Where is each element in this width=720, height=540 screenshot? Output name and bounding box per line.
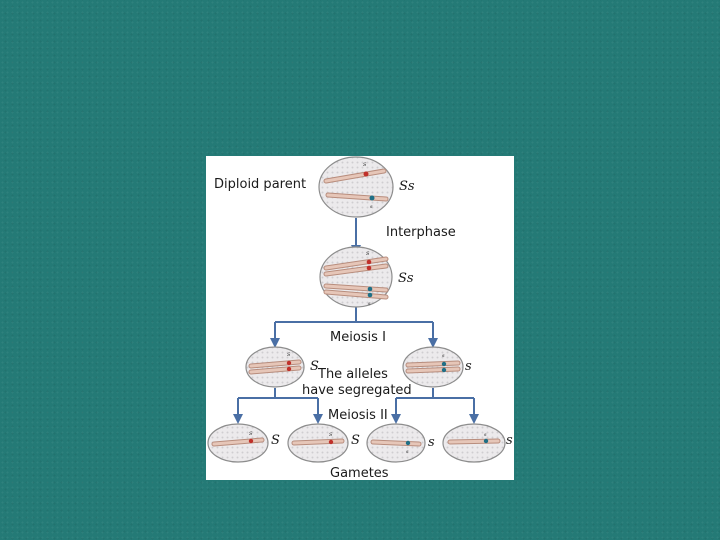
cell-interphase: S s	[319, 246, 393, 308]
cell-gamete-3: s	[366, 423, 426, 463]
arrows	[233, 218, 479, 424]
meiosis-figure: S s S s S s	[206, 156, 514, 480]
allele-recessive-marker	[369, 195, 375, 201]
genotype-meiosis1-left: S	[310, 359, 319, 374]
svg-text:S: S	[249, 431, 253, 437]
cell-gamete-1: S	[207, 423, 269, 463]
genotype-interphase: Ss	[398, 271, 414, 286]
genotype-gamete-1: S	[271, 433, 280, 448]
label-alleles-line1: The alleles	[317, 367, 388, 382]
label-alleles-line2: have segregated	[302, 383, 412, 398]
cell-gamete-2: S	[287, 423, 349, 463]
cell-meiosis1-left: S	[245, 346, 305, 388]
svg-text:S: S	[366, 251, 370, 257]
label-interphase: Interphase	[386, 225, 456, 240]
cell-gamete-4: s	[442, 423, 506, 463]
svg-text:S: S	[329, 432, 333, 438]
svg-text:s: s	[484, 432, 487, 438]
meiosis-diagram: S s S s S s	[207, 156, 513, 480]
genotype-meiosis1-right: s	[465, 359, 472, 374]
svg-text:s: s	[442, 353, 445, 359]
label-diploid-parent: Diploid parent	[214, 177, 306, 192]
label-gametes: Gametes	[330, 466, 389, 480]
label-meiosis-2: Meiosis II	[328, 408, 388, 423]
svg-text:s: s	[368, 301, 371, 307]
genotype-gamete-2: S	[351, 433, 360, 448]
genotype-gamete-4: s	[506, 433, 513, 448]
genotype-parent: Ss	[399, 179, 415, 194]
cell-meiosis1-right: s	[402, 346, 464, 388]
svg-text:S: S	[287, 352, 291, 358]
genotype-gamete-3: s	[428, 435, 435, 450]
allele-dominant-marker	[363, 171, 369, 177]
cell-diploid-parent: S s	[318, 156, 394, 218]
svg-text:s: s	[406, 449, 409, 455]
label-meiosis-1: Meiosis I	[330, 330, 386, 345]
svg-text:s: s	[370, 204, 373, 210]
svg-text:S: S	[363, 162, 367, 168]
